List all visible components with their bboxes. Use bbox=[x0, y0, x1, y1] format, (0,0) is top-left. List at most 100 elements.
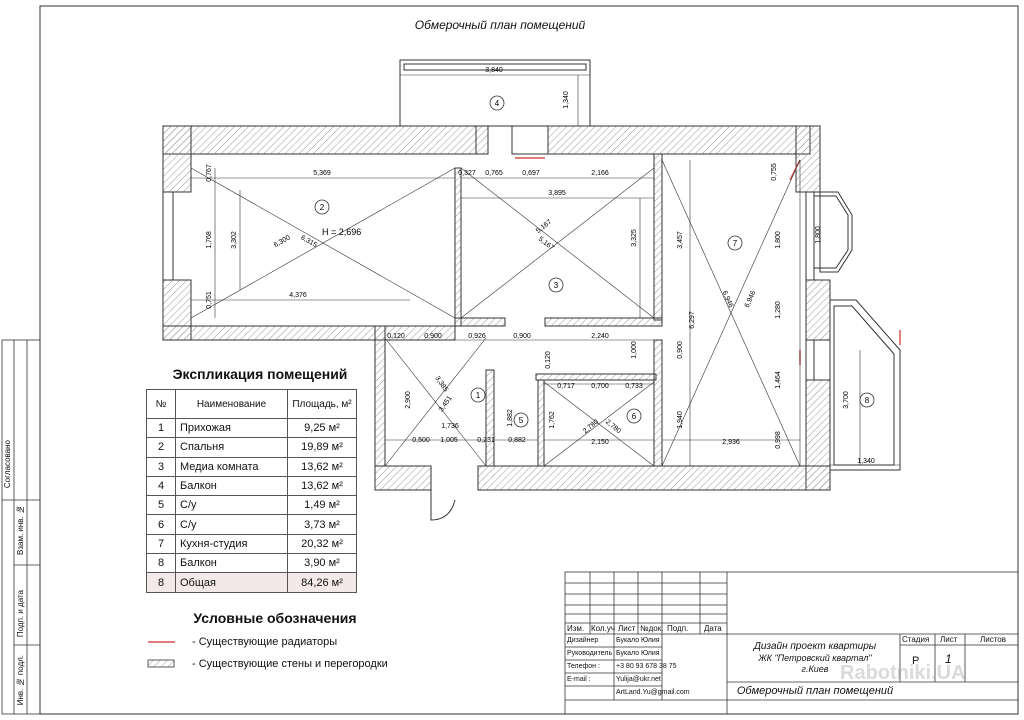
stamp-header: Лист bbox=[618, 624, 636, 633]
project-line-3: г.Киев bbox=[801, 664, 829, 674]
stamp-value: +3 80 93 678 38 75 bbox=[616, 663, 677, 670]
table-header-row: № Наименование Площадь, м² bbox=[146, 389, 357, 419]
row-number: 7 bbox=[146, 533, 176, 555]
sheets-label: Листов bbox=[980, 635, 1006, 644]
dim-label: 3,325 bbox=[631, 229, 638, 247]
dim-label: 0,120 bbox=[387, 333, 405, 340]
stamp-header: Кол.уч bbox=[591, 624, 615, 633]
dim-label: 0,755 bbox=[771, 163, 778, 181]
project-line-2: ЖК "Петровский квартал" bbox=[758, 653, 872, 663]
room-number-7: 7 bbox=[733, 239, 738, 248]
dim-label: 0,926 bbox=[468, 333, 486, 340]
dim-label: 0,733 bbox=[625, 383, 643, 390]
row-name: Медиа комната bbox=[175, 456, 288, 477]
row-area: 9,25 м² bbox=[287, 417, 357, 439]
watermark: Rabotniki.UA bbox=[840, 662, 966, 684]
dim-label: 0,900 bbox=[424, 333, 442, 340]
dim-label: 1,464 bbox=[775, 371, 782, 389]
stamp-value: Букало Юлия bbox=[616, 650, 660, 657]
dim-label: 0,765 bbox=[485, 170, 503, 177]
dim-label: 1,340 bbox=[857, 458, 875, 465]
title-block bbox=[564, 571, 1019, 715]
row-area: 3,90 м² bbox=[287, 553, 357, 574]
stamp-role: Телефон : bbox=[567, 663, 600, 670]
row-name: Балкон bbox=[175, 475, 288, 497]
sheet-title: Обмерочный план помещений bbox=[736, 685, 894, 697]
dim-label: 2,166 bbox=[591, 170, 609, 177]
dim-label: 5,369 bbox=[313, 170, 331, 177]
total-number: 8 bbox=[146, 572, 176, 593]
dim-label: 0,998 bbox=[775, 431, 782, 449]
dim-label: 0,700 bbox=[591, 383, 609, 390]
stage-label: Стадия bbox=[902, 635, 930, 644]
side-label-sign-date: Подп. и дата bbox=[16, 590, 25, 638]
room-number-3: 3 bbox=[554, 281, 559, 290]
dim-label: 6,946 bbox=[744, 290, 758, 309]
dim-label: 6,300 bbox=[273, 234, 292, 249]
legend-walls: - Существующие стены и перегородки bbox=[192, 658, 388, 670]
row-name: Спальня bbox=[175, 437, 288, 458]
stamp-header: Подп. bbox=[667, 624, 689, 633]
col-area: Площадь, м² bbox=[287, 389, 357, 419]
side-label-agreed: Согласовано bbox=[3, 440, 12, 489]
dim-label: 3,840 bbox=[485, 67, 503, 74]
dim-label: 3,457 bbox=[677, 231, 684, 249]
stamp-role: Руководитель bbox=[567, 650, 613, 657]
col-name: Наименование bbox=[175, 389, 288, 419]
dim-label: 1,000 bbox=[631, 341, 638, 359]
dim-label: 3,385 bbox=[433, 375, 449, 393]
room-markers bbox=[314, 95, 875, 428]
dim-label: 1,762 bbox=[549, 411, 556, 429]
dim-label: 0,900 bbox=[513, 333, 531, 340]
dim-label: 0,900 bbox=[677, 341, 684, 359]
row-number: 3 bbox=[146, 456, 176, 477]
approval-strip bbox=[1, 339, 41, 715]
row-area: 3,73 м² bbox=[287, 514, 357, 535]
side-label-inv-orig: Инв. № подл. bbox=[16, 655, 25, 706]
dim-label: 0,767 bbox=[206, 164, 213, 182]
dim-label: 0,120 bbox=[545, 351, 552, 369]
dim-label: 3,700 bbox=[843, 391, 850, 409]
dim-label: 3,451 bbox=[438, 395, 454, 413]
dim-label: 6,297 bbox=[689, 311, 696, 329]
dim-label: 0,697 bbox=[522, 170, 540, 177]
plan-title: Обмерочный план помещений bbox=[414, 18, 586, 32]
walls bbox=[162, 59, 901, 521]
dim-label: 2,780 bbox=[582, 418, 600, 435]
dim-label: 2,240 bbox=[591, 333, 609, 340]
row-number: 1 bbox=[146, 417, 176, 439]
legend-title: Условные обозначения bbox=[193, 610, 357, 626]
total-name: Общая bbox=[175, 572, 288, 593]
row-area: 13,62 м² bbox=[287, 475, 357, 497]
sheet-label: Лист bbox=[940, 635, 958, 644]
dim-label: 0,751 bbox=[206, 291, 213, 309]
dim-label: 0,231 bbox=[477, 437, 495, 444]
stamp-header: Изм. bbox=[567, 624, 585, 633]
row-number: 5 bbox=[146, 495, 176, 516]
row-number: 6 bbox=[146, 514, 176, 535]
dim-label: 1,940 bbox=[677, 411, 684, 429]
dim-label: 3,895 bbox=[548, 190, 566, 197]
row-area: 20,32 м² bbox=[287, 533, 357, 555]
dim-label: 6,315 bbox=[299, 234, 318, 249]
row-area: 1,49 м² bbox=[287, 495, 357, 516]
dim-label: 2,900 bbox=[405, 391, 412, 409]
room-number-5: 5 bbox=[519, 416, 524, 425]
stamp-role: E-mail : bbox=[567, 676, 591, 683]
dim-label: 5,167 bbox=[537, 236, 555, 252]
dim-label: 1,280 bbox=[775, 301, 782, 319]
room-number-8: 8 bbox=[865, 396, 870, 405]
sheet-frame bbox=[39, 5, 1019, 715]
dim-label: 0,327 bbox=[458, 170, 476, 177]
dim-label: 1,800 bbox=[815, 226, 822, 244]
sheet-value: 1 bbox=[945, 652, 952, 666]
